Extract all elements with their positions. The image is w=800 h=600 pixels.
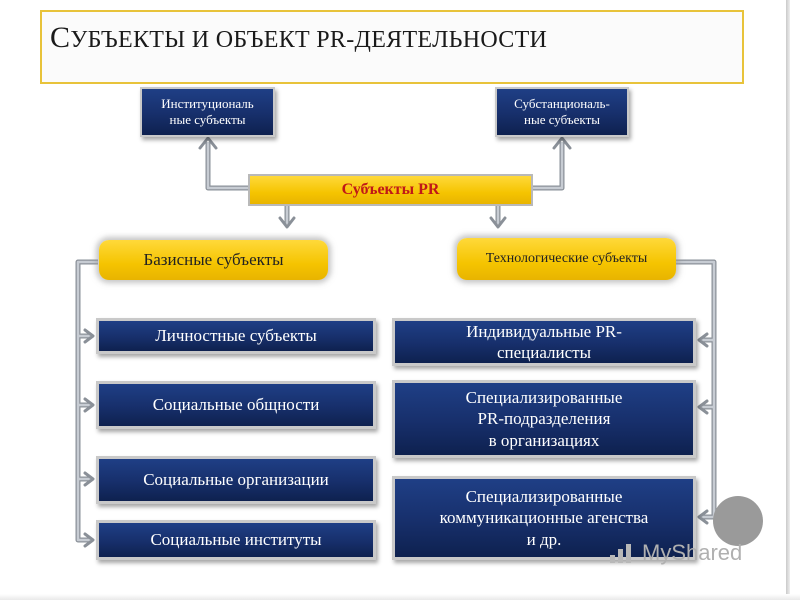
social-organizations-box: Социальные организации (96, 456, 376, 504)
title-rest: УБЪЕКТЫ И ОБЪЕКТ PR-ДЕЯТЕЛЬНОСТИ (70, 27, 548, 53)
social-communities-box: Социальные общности (96, 381, 376, 429)
page-title: СУБЪЕКТЫ И ОБЪЕКТ PR-ДЕЯТЕЛЬНОСТИ (50, 21, 547, 55)
tech-subjects-line-2: субъекты (592, 250, 648, 266)
pr-departments-line-1: Специализированные (465, 388, 623, 408)
pr-subjects-box: Субъекты PR (248, 174, 533, 206)
specialized-pr-departments-box: Специализированные PR-подразделения в ор… (392, 380, 696, 458)
agencies-line-2: коммуникационные агенства (439, 508, 649, 528)
decorative-circle (713, 496, 763, 546)
substantial-line-1: Субстанциональ- (514, 95, 610, 111)
pr-departments-line-2: PR-подразделения (477, 409, 611, 429)
social-organizations-label: Социальные организации (143, 470, 329, 490)
title-first-letter: С (50, 21, 71, 54)
title-box: СУБЪЕКТЫ И ОБЪЕКТ PR-ДЕЯТЕЛЬНОСТИ (40, 10, 744, 84)
agencies-line-1: Специализированные (465, 487, 623, 507)
individual-pr-line-2: специалисты (496, 343, 592, 362)
communication-agencies-box: Специализированные коммуникационные аген… (392, 476, 696, 560)
agencies-line-3: и др. (526, 529, 562, 549)
myshared-watermark: MyShared (608, 536, 768, 570)
institutional-line-2: ные субъекты (169, 112, 246, 127)
watermark-text: MyShared (642, 540, 743, 565)
institutional-line-1: Институциональ (161, 95, 254, 111)
individual-pr-line-1: Индивидуальные PR- (466, 321, 622, 341)
pr-departments-line-3: в организациях (488, 430, 600, 450)
individual-pr-specialists-box: Индивидуальные PR- специалисты (392, 318, 696, 366)
social-institutions-label: Социальные институты (150, 530, 322, 550)
basic-subjects-label: Базисные субъекты (143, 250, 284, 269)
chart-icon (610, 544, 631, 563)
slide-bottom-edge (0, 594, 800, 600)
tech-subjects-line-1: Технологические (485, 250, 589, 266)
personal-subjects-box: Личностные субъекты (96, 318, 376, 354)
tech-subjects-box: Технологические субъекты (457, 238, 676, 280)
substantial-subjects-box: Субстанциональ- ные субъекты (495, 87, 629, 137)
personal-subjects-label: Личностные субъекты (155, 326, 317, 346)
pr-subjects-label: Субъекты PR (341, 181, 440, 198)
institutional-subjects-box: Институциональ ные субъекты (140, 87, 275, 137)
slide-right-border (786, 0, 790, 600)
social-communities-label: Социальные общности (152, 395, 320, 415)
substantial-line-2: ные субъекты (524, 112, 600, 127)
basic-subjects-box: Базисные субъекты (99, 240, 328, 280)
social-institutions-box: Социальные институты (96, 520, 376, 560)
